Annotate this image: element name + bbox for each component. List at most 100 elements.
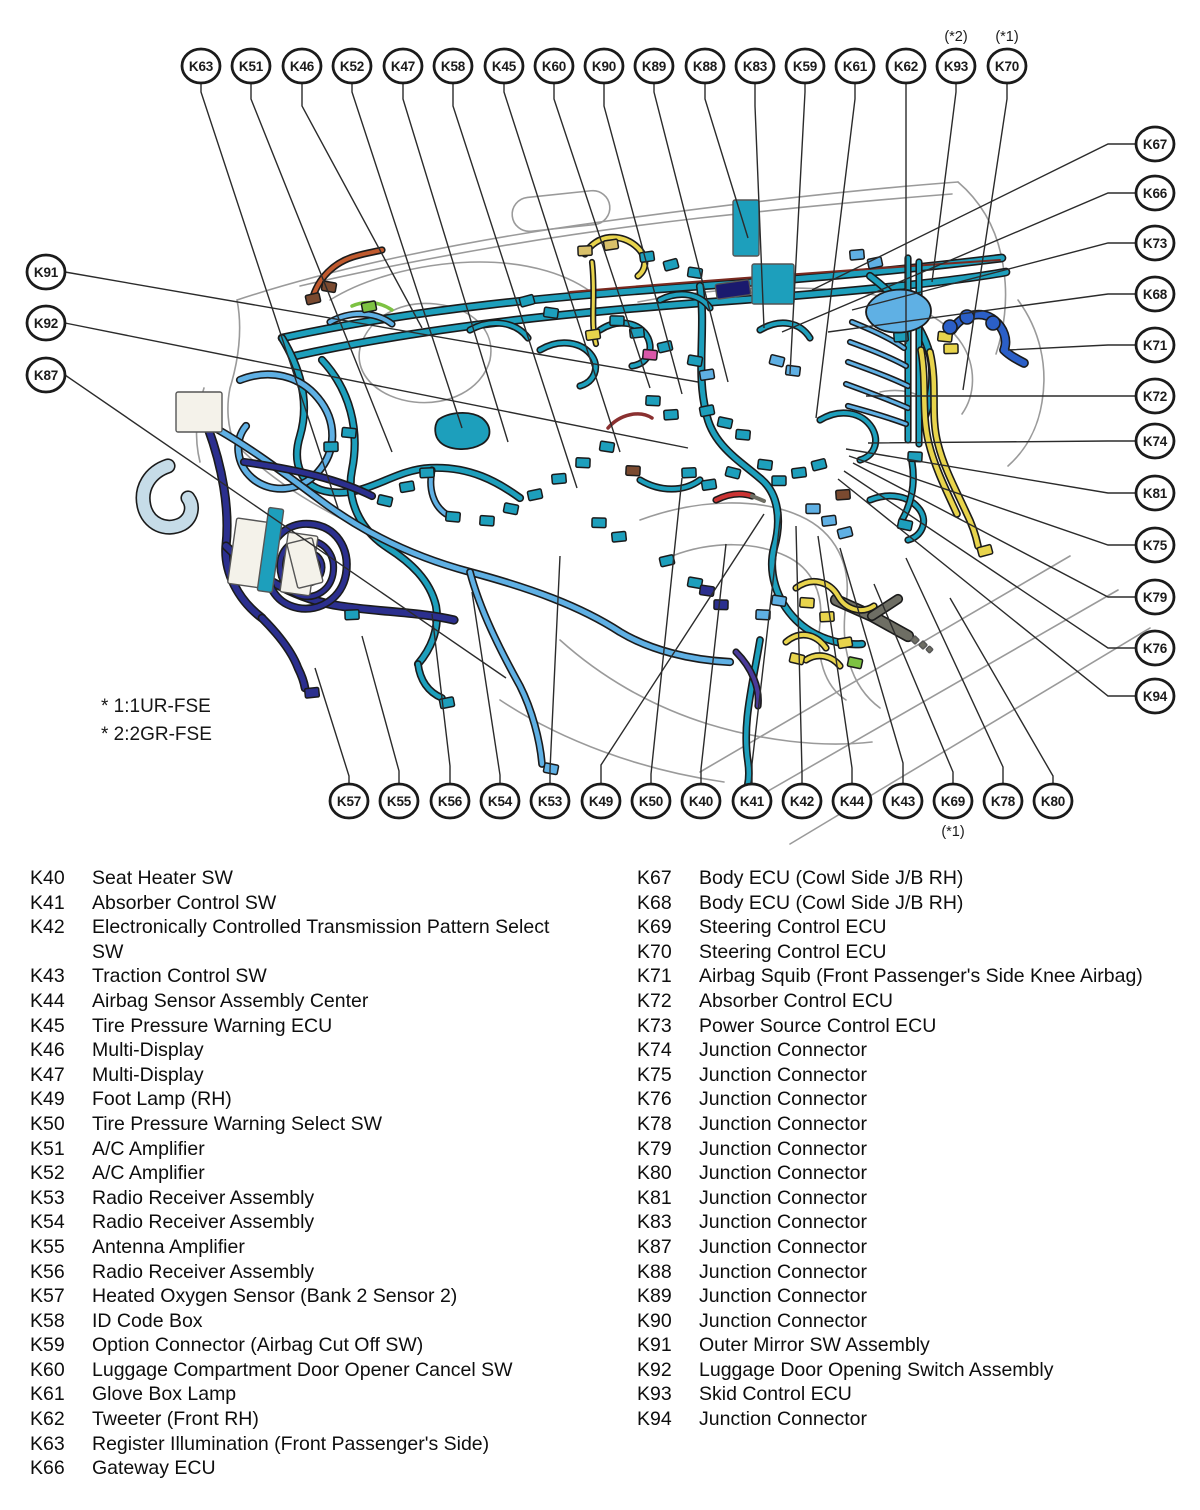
callout-K57: K57 <box>328 782 370 820</box>
callout-K51: K51 <box>230 47 272 85</box>
callout-K71: K71 <box>1134 326 1176 364</box>
callout-label-K78: K78 <box>991 794 1016 809</box>
legend-desc: Multi-Display <box>92 1063 204 1086</box>
callout-label-K52: K52 <box>340 59 364 74</box>
callout-note-K93: (*2) <box>944 29 967 45</box>
leader-K73 <box>851 242 1136 311</box>
legend-code: K51 <box>30 1137 65 1160</box>
callout-K44: K44 <box>831 782 873 820</box>
callout-label-K68: K68 <box>1143 287 1168 302</box>
legend-column-left: K40 Seat Heater SW K41 Absorber Control … <box>30 866 607 1481</box>
legend-code: K73 <box>637 1014 672 1037</box>
legend-desc: Steering Control ECU <box>699 916 887 939</box>
legend-row: K51 A/C Amplifier <box>30 1137 607 1162</box>
legend-desc: Steering Control ECU <box>699 940 887 963</box>
leader-K81 <box>845 448 1136 494</box>
callout-label-K62: K62 <box>894 59 918 74</box>
legend-code: K61 <box>30 1383 65 1406</box>
legend-desc: Outer Mirror SW Assembly <box>699 1334 930 1357</box>
leader-K50 <box>650 477 683 784</box>
leader-K58 <box>452 83 578 489</box>
legend-code: K89 <box>637 1285 672 1308</box>
legend-code: K50 <box>30 1112 65 1135</box>
leader-K88 <box>704 83 749 239</box>
legend-row: K49 Foot Lamp (RH) <box>30 1087 607 1112</box>
legend-desc: Foot Lamp (RH) <box>92 1088 232 1111</box>
callout-label-K92: K92 <box>34 316 58 331</box>
legend-row: K72 Absorber Control ECU <box>637 989 1187 1014</box>
callout-note-K69: (*1) <box>941 824 964 840</box>
legend-row: K54 Radio Receiver Assembly <box>30 1210 607 1235</box>
leader-K41 <box>751 511 782 784</box>
leader-K78 <box>905 557 1004 784</box>
callout-label-K69: K69 <box>941 794 965 809</box>
callout-K68: K68 <box>1134 275 1176 313</box>
legend-code: K70 <box>637 940 672 963</box>
callout-K66: K66 <box>1134 174 1176 212</box>
legend-desc: Antenna Amplifier <box>92 1235 245 1258</box>
leader-K54 <box>471 591 501 784</box>
callout-label-K88: K88 <box>693 59 718 74</box>
leader-K47 <box>402 83 509 443</box>
legend-desc: Absorber Control ECU <box>699 989 893 1012</box>
legend-desc: Electronically Controlled Transmission P… <box>92 916 550 963</box>
legend-code: K44 <box>30 989 65 1012</box>
callout-label-K76: K76 <box>1143 641 1168 656</box>
leader-K63 <box>200 83 339 509</box>
connector-legend: K40 Seat Heater SW K41 Absorber Control … <box>0 860 1200 1505</box>
legend-desc: Traction Control SW <box>92 965 267 988</box>
callout-K62: K62 <box>885 47 927 85</box>
legend-desc: Multi-Display <box>92 1039 204 1062</box>
callout-K46: K46 <box>281 47 323 85</box>
callout-label-K45: K45 <box>492 59 517 74</box>
legend-desc: Power Source Control ECU <box>699 1014 937 1037</box>
legend-desc: Tire Pressure Warning ECU <box>92 1014 333 1037</box>
callout-K81: K81 <box>1134 474 1176 512</box>
legend-desc: Radio Receiver Assembly <box>92 1186 315 1209</box>
legend-code: K94 <box>637 1408 672 1431</box>
callout-K59: K59 <box>784 47 826 85</box>
callout-label-K63: K63 <box>189 59 214 74</box>
engine-note-1: * 1:1UR-FSE <box>101 696 211 717</box>
legend-desc: Junction Connector <box>699 1162 868 1185</box>
leader-K45 <box>503 83 621 453</box>
legend-code: K88 <box>637 1260 672 1283</box>
callout-label-K49: K49 <box>589 794 613 809</box>
legend-row: K93 Skid Control ECU <box>637 1382 1187 1407</box>
legend-desc: Luggage Compartment Door Opener Cancel S… <box>92 1358 513 1381</box>
legend-row: K67 Body ECU (Cowl Side J/B RH) <box>637 866 1187 891</box>
leader-K68 <box>827 293 1136 333</box>
legend-code: K42 <box>30 916 65 939</box>
callout-label-K74: K74 <box>1143 434 1168 449</box>
legend-row: K66 Gateway ECU <box>30 1456 607 1481</box>
callout-K76: K76 <box>1134 629 1176 667</box>
callout-K55: K55 <box>378 782 420 820</box>
leader-K74 <box>867 440 1136 444</box>
callout-K72: K72 <box>1134 377 1176 415</box>
callout-K92: K92 <box>25 304 67 342</box>
callout-label-K83: K83 <box>743 59 768 74</box>
legend-desc: Option Connector (Airbag Cut Off SW) <box>92 1334 424 1357</box>
callout-label-K75: K75 <box>1143 538 1168 553</box>
leader-K83 <box>754 83 765 329</box>
legend-row: K94 Junction Connector <box>637 1407 1187 1432</box>
legend-code: K93 <box>637 1383 672 1406</box>
leader-K56 <box>431 613 451 784</box>
callout-label-K43: K43 <box>891 794 916 809</box>
legend-desc: Junction Connector <box>699 1285 868 1308</box>
engine-note-2: * 2:2GR-FSE <box>101 724 212 745</box>
leader-K75 <box>848 455 1136 546</box>
leader-K71 <box>1007 344 1136 351</box>
legend-row: K55 Antenna Amplifier <box>30 1235 607 1260</box>
callout-K40: K40 <box>680 782 722 820</box>
leader-K52 <box>351 83 463 429</box>
leader-K61 <box>815 83 856 419</box>
legend-code: K46 <box>30 1039 65 1062</box>
legend-desc: Junction Connector <box>699 1211 868 1234</box>
leader-K51 <box>250 83 393 453</box>
legend-code: K76 <box>637 1088 672 1111</box>
callout-note-K70: (*1) <box>995 29 1018 45</box>
callout-label-K66: K66 <box>1143 186 1168 201</box>
legend-desc: Airbag Squib (Front Passenger's Side Kne… <box>699 965 1143 988</box>
legend-code: K49 <box>30 1088 65 1111</box>
